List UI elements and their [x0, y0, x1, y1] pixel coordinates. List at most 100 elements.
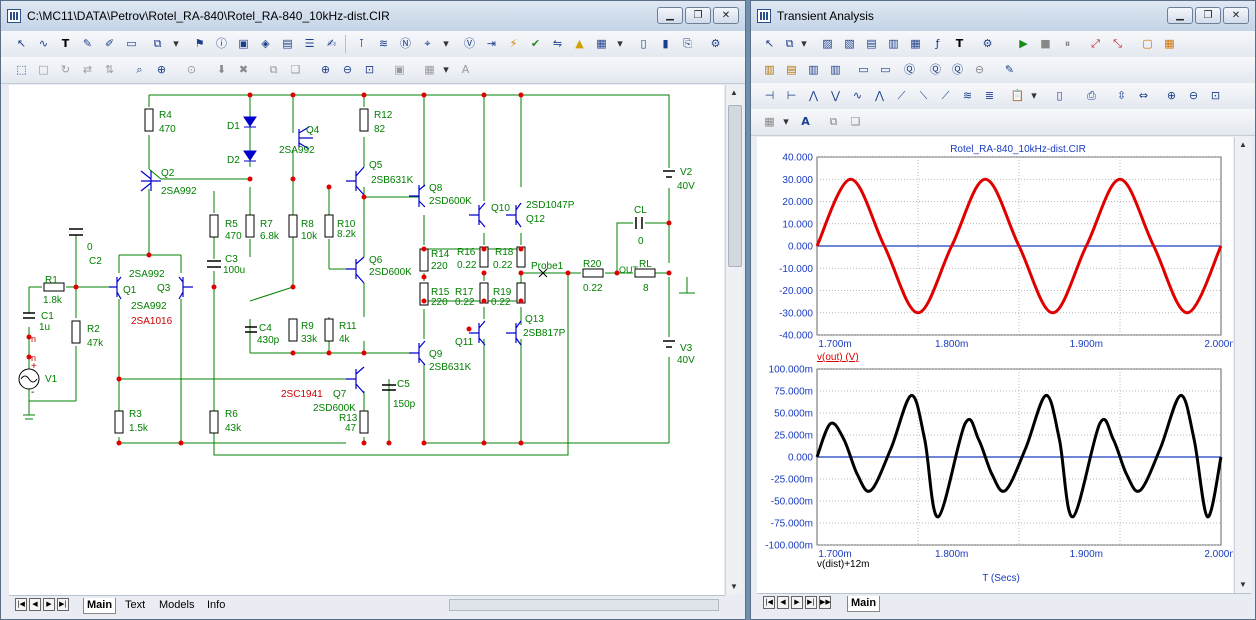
next-page-icon[interactable]: ▶ — [43, 598, 55, 611]
zoom-out-icon[interactable]: ⊖ — [1188, 89, 1199, 102]
arrange-icon[interactable]: ▦ — [764, 115, 775, 128]
plot2-icon[interactable]: ▧ — [844, 37, 855, 50]
go-icon[interactable]: ⊙ — [186, 63, 197, 76]
text-tool-icon[interactable]: T — [61, 37, 70, 50]
bus-icon[interactable]: ▭ — [126, 37, 137, 50]
prev-page-icon[interactable]: ◀ — [777, 596, 789, 609]
horizontal-scrollbar[interactable] — [449, 599, 719, 611]
component-icon[interactable]: ⧉ — [785, 37, 794, 50]
function-icon[interactable]: ƒ — [935, 37, 940, 50]
zoom-in-icon[interactable]: ⊕ — [320, 63, 331, 76]
info-icon[interactable]: ⓘ — [216, 37, 227, 50]
layout5-icon[interactable]: ▭ — [858, 63, 869, 76]
tag-icon[interactable]: ≣ — [984, 89, 995, 102]
layout3-icon[interactable]: ▥ — [808, 63, 819, 76]
power-icon[interactable]: ⚡ — [509, 37, 518, 50]
pen-icon[interactable]: ✎ — [82, 37, 93, 50]
state-icon[interactable]: ⇋ — [552, 37, 563, 50]
scroll-up-icon[interactable]: ▲ — [730, 88, 738, 97]
parts-icon[interactable]: ◈ — [261, 37, 270, 50]
analysis-vscroll[interactable]: ▲ ▼ — [1234, 137, 1252, 593]
select-arrow-icon[interactable]: ↖ — [764, 37, 775, 50]
pause-icon[interactable]: ⏸ — [1064, 37, 1071, 50]
curves-icon[interactable]: ≋ — [962, 89, 973, 102]
preferences-icon[interactable]: ⚙ — [982, 37, 993, 50]
probe-icon[interactable]: ⊺ — [358, 37, 365, 50]
clipboard-icon[interactable]: 📋 — [1010, 89, 1025, 102]
next-page-icon[interactable]: ▶ — [791, 596, 803, 609]
wire-icon[interactable]: ∿ — [38, 37, 49, 50]
slope-icon[interactable]: ⟋ — [897, 89, 906, 102]
list-icon[interactable]: ☰ — [304, 37, 315, 50]
layout1-icon[interactable]: ▥ — [764, 63, 775, 76]
tab-info[interactable]: Info — [207, 599, 226, 611]
edit-icon[interactable]: ✎ — [1004, 63, 1015, 76]
scroll-down-icon[interactable]: ▼ — [730, 582, 738, 591]
check-icon[interactable]: ✔ — [530, 37, 541, 50]
grid-icon[interactable]: ▦ — [596, 37, 607, 50]
analysis-titlebar[interactable]: Transient Analysis ▁ ❐ ✕ — [751, 1, 1255, 32]
restore-button[interactable]: ❐ — [1195, 7, 1221, 24]
chevron-down-icon[interactable]: ▾ — [173, 37, 179, 50]
square-icon[interactable]: □ — [38, 63, 49, 76]
page-icon[interactable]: ▯ — [640, 37, 647, 50]
select-arrow-icon[interactable]: ↖ — [16, 37, 27, 50]
pin-icon[interactable]: ⌖ — [424, 37, 431, 50]
scale2-icon[interactable]: ⤡ — [1113, 37, 1122, 50]
stop-icon[interactable]: ✖ — [238, 63, 249, 76]
print-icon[interactable]: ⎙ — [1087, 89, 1096, 102]
component-icon[interactable]: ⧉ — [153, 37, 162, 50]
edit-icon[interactable]: ✍ — [326, 37, 337, 50]
prev-page-icon[interactable]: ◀ — [29, 598, 41, 611]
preferences-icon[interactable]: ⚙ — [710, 37, 721, 50]
warning-icon[interactable]: ▲ — [575, 37, 584, 50]
scroll-down-icon[interactable]: ▼ — [1239, 580, 1247, 589]
global-high-icon[interactable]: ⋀ — [874, 89, 885, 102]
tab-main[interactable]: Main — [83, 598, 117, 614]
page-edit-icon[interactable]: ▮ — [662, 37, 669, 50]
label-probe[interactable]: Probe1 — [531, 261, 564, 272]
high-icon[interactable]: ⋀ — [808, 89, 819, 102]
plot3-icon[interactable]: ▤ — [866, 37, 877, 50]
binoculars-icon[interactable]: ⊕ — [156, 63, 167, 76]
frame-icon[interactable]: ▢ — [1142, 37, 1153, 50]
schematic-canvas[interactable]: R4 470 D1 D2 Q4 2SA992 R12 82 Q2 2SA992 … — [9, 85, 724, 595]
layout2-icon[interactable]: ▤ — [786, 63, 797, 76]
fit-icon[interactable]: ⇳ — [1116, 89, 1127, 102]
scale-icon[interactable]: ⤢ — [1091, 37, 1100, 50]
layout4-icon[interactable]: ▥ — [830, 63, 841, 76]
duplicate-icon[interactable]: ⧉ — [829, 115, 838, 128]
layout6-icon[interactable]: ▭ — [880, 63, 891, 76]
chevron-down-icon[interactable]: ▾ — [443, 63, 449, 76]
cursor-icon[interactable]: Ⓠ — [904, 63, 915, 76]
low-icon[interactable]: ⋁ — [830, 89, 841, 102]
stack-icon[interactable]: ❏ — [850, 115, 861, 128]
bottom-icon[interactable]: ⟍ — [919, 89, 928, 102]
stop-icon[interactable]: ■ — [1040, 37, 1051, 50]
schematic-vscroll[interactable]: ▲ ▼ — [725, 85, 743, 595]
down-icon[interactable]: ⬇ — [216, 63, 227, 76]
zoom-fit-icon[interactable]: ⊡ — [1210, 89, 1221, 102]
text-tool-icon[interactable]: T — [955, 37, 964, 50]
last-page-icon[interactable]: ▶| — [57, 598, 69, 611]
fit2-icon[interactable]: ⇔ — [1138, 89, 1149, 102]
current-icon[interactable]: ⇥ — [486, 37, 497, 50]
font-icon[interactable]: A — [461, 63, 470, 76]
arrange-icon[interactable]: ▦ — [424, 63, 435, 76]
rotate-icon[interactable]: ↻ — [60, 63, 71, 76]
scroll-thumb[interactable] — [728, 105, 742, 267]
peak-icon[interactable]: ⊣ — [764, 89, 775, 102]
copy-icon[interactable]: ⎘ — [683, 37, 692, 50]
chevron-down-icon[interactable]: ▾ — [443, 37, 449, 50]
chevron-down-icon[interactable]: ▾ — [801, 37, 807, 50]
chevron-down-icon[interactable]: ▾ — [617, 37, 623, 50]
cursor2-icon[interactable]: Ⓠ — [930, 63, 941, 76]
zoom-in-icon[interactable]: ⊕ — [1166, 89, 1177, 102]
properties-icon[interactable]: ▤ — [282, 37, 293, 50]
grid-icon[interactable]: ▦ — [1164, 37, 1175, 50]
chevron-down-icon[interactable]: ▾ — [783, 115, 789, 128]
chevron-down-icon[interactable]: ▾ — [1031, 89, 1037, 102]
inflection-icon[interactable]: ∿ — [852, 89, 863, 102]
close-button[interactable]: ✕ — [1223, 7, 1249, 24]
schematic-titlebar[interactable]: C:\MC11\DATA\Petrov\Rotel_RA-840\Rotel_R… — [1, 1, 745, 32]
